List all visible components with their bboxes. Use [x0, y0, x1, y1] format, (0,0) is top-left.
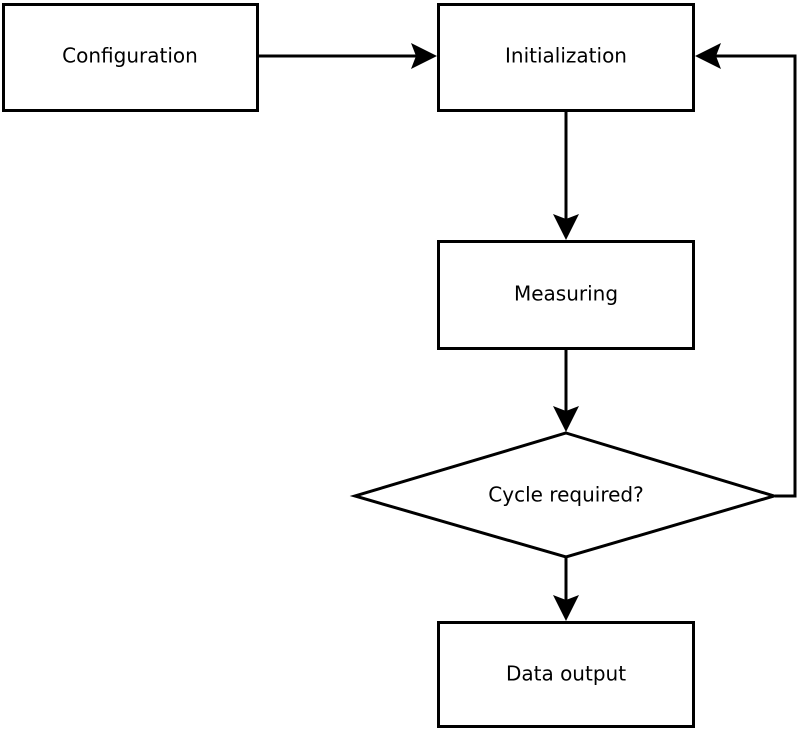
node-initialization-shape[interactable] [437, 3, 695, 112]
node-cycle-required[interactable]: Cycle required? [349, 431, 780, 559]
node-data-output-shape[interactable] [437, 621, 695, 728]
edge-cycle-required-initialization-loop [695, 43, 797, 498]
node-measuring-shape[interactable] [437, 240, 695, 350]
edge-line-feedback-loop [703, 54, 797, 498]
edge-cycle-required-data-output [553, 558, 579, 621]
node-configuration-shape[interactable] [2, 3, 259, 112]
edge-measuring-cycle-required [553, 350, 579, 432]
node-initialization[interactable]: Initialization [437, 3, 695, 112]
arrowhead-down-cycle-required [553, 406, 579, 432]
edge-configuration-initialization [259, 43, 437, 69]
edge-initialization-measuring [553, 112, 579, 240]
node-data-output-label: Data output [506, 662, 626, 686]
node-initialization-label: Initialization [505, 44, 627, 68]
node-data-output[interactable]: Data output [437, 621, 695, 728]
node-configuration[interactable]: Configuration [2, 3, 259, 112]
node-cycle-required-label: Cycle required? [488, 483, 643, 507]
arrowhead-right-initialization [411, 43, 437, 69]
arrowhead-down-measuring [553, 214, 579, 240]
node-cycle-required-shape[interactable] [349, 431, 780, 559]
edges-group [259, 43, 797, 621]
node-measuring[interactable]: Measuring [437, 240, 695, 350]
arrowhead-left-initialization [695, 43, 721, 69]
node-measuring-label: Measuring [514, 282, 618, 306]
nodes-group: Configuration Initialization Measuring C… [2, 3, 780, 728]
node-configuration-label: Configuration [62, 44, 198, 68]
arrowhead-down-data-output [553, 595, 579, 621]
